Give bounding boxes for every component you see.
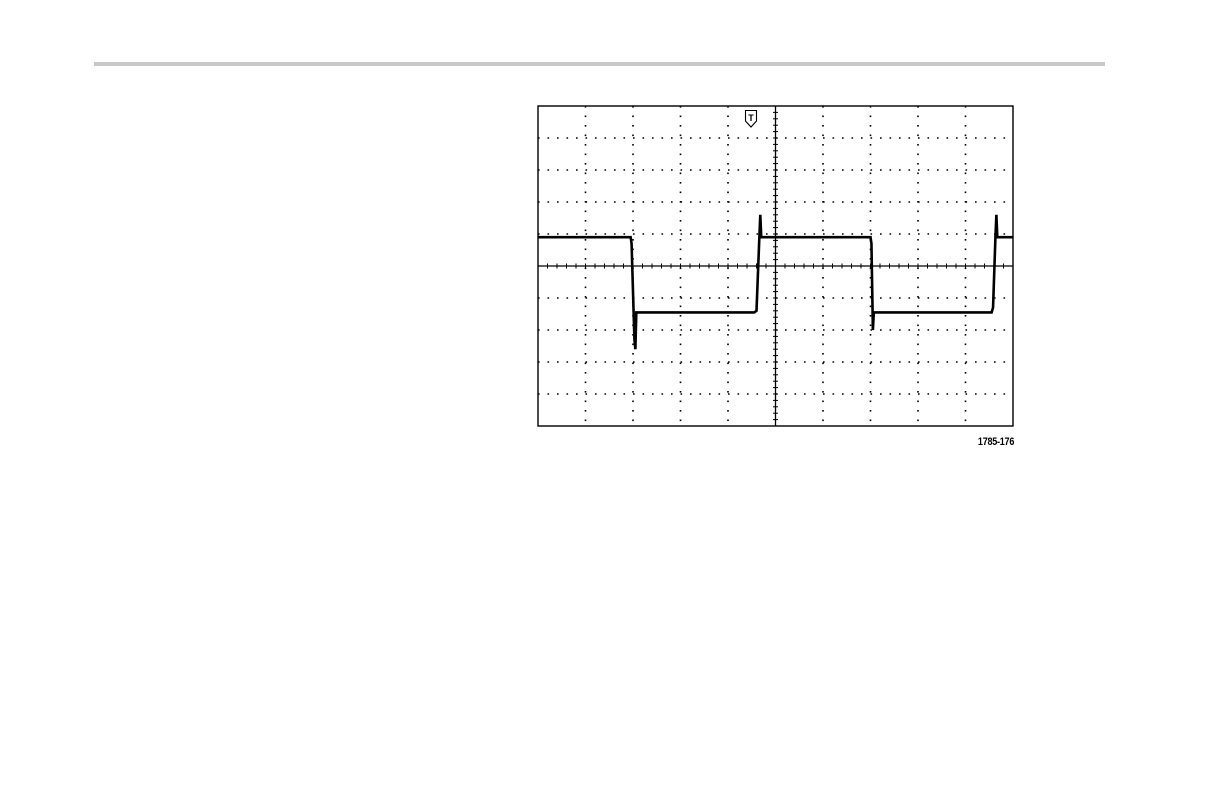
oscilloscope-screen: T [530, 98, 1030, 438]
header-rule [94, 62, 1105, 66]
trigger-marker-label: T [748, 113, 754, 123]
trigger-position-marker: T [746, 111, 757, 128]
oscilloscope-figure: T 1785-176 [530, 98, 1030, 456]
figure-id-label: 1785-176 [978, 436, 1014, 448]
graticule [538, 106, 1013, 426]
